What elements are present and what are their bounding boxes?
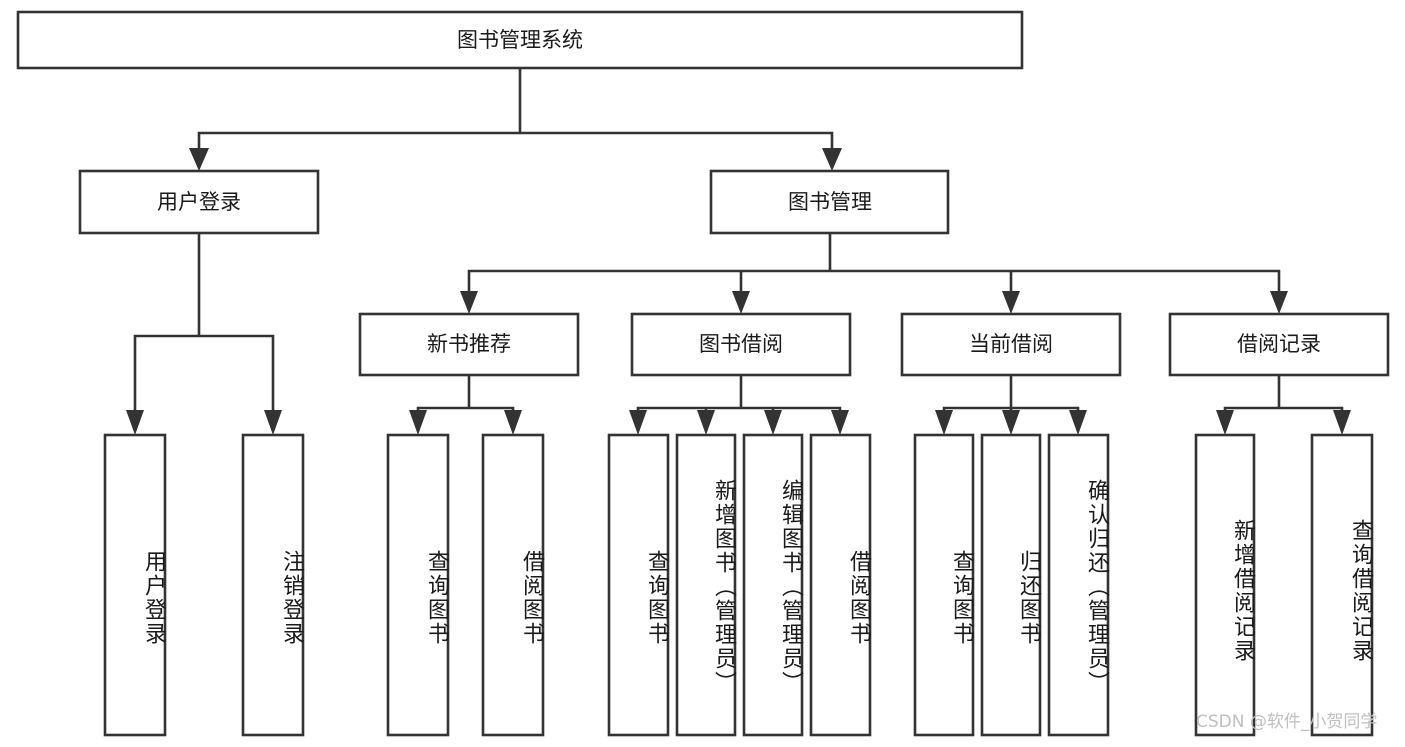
connector-book-mgmt-branch	[467, 231, 1281, 297]
node-new-book-recommend-label: 新书推荐	[427, 332, 511, 356]
node-root-box[interactable]	[16, 10, 1024, 70]
arrow-to-leaf-borrow-2	[697, 410, 715, 435]
arrow-to-currentborrow	[1002, 291, 1020, 314]
arrow-to-leaf-current-1	[935, 410, 953, 435]
node-book-management[interactable]: 图书管理	[709, 169, 950, 235]
leaf-box-confirm-return[interactable]	[1047, 433, 1110, 737]
leaf-box-query-book-2[interactable]	[607, 433, 670, 737]
node-user-login-label: 用户登录	[157, 190, 241, 214]
leaf-box-query-book-1[interactable]	[386, 433, 450, 737]
arrow-to-leaf-user-login	[126, 410, 144, 435]
arrow-to-book-mgmt	[822, 148, 842, 171]
node-new-book-recommend-box[interactable]	[358, 312, 580, 377]
arrow-to-leaf-current-2	[1002, 410, 1020, 435]
node-book-borrow[interactable]: 图书借阅	[630, 312, 852, 377]
node-current-borrow[interactable]: 当前借阅	[900, 312, 1122, 377]
arrow-to-leaf-borrow-3	[764, 410, 782, 435]
leaf-box-query-book-3[interactable]	[913, 433, 975, 737]
arrow-to-leaf-borrow-1	[629, 410, 647, 435]
arrow-to-bookborrow	[732, 291, 750, 314]
node-new-book-recommend[interactable]: 新书推荐	[358, 312, 580, 377]
arrow-to-borrowrecord	[1270, 291, 1288, 314]
arrow-to-leaf-record-2	[1333, 410, 1351, 435]
node-borrow-record-box[interactable]	[1168, 312, 1390, 377]
arrow-to-leaf-current-3	[1069, 410, 1087, 435]
leaf-box-add-book-admin[interactable]	[675, 433, 737, 737]
leaf-box-query-record[interactable]	[1310, 433, 1374, 737]
connector-root-trunk	[197, 66, 834, 154]
connector-record-branch	[1223, 373, 1344, 418]
arrow-to-leaf-borrow-4	[831, 410, 849, 435]
connector-layer	[133, 66, 1344, 418]
connector-borrow-branch	[636, 373, 842, 418]
node-user-login-box[interactable]	[78, 169, 320, 235]
connector-user-login-branch	[133, 231, 275, 418]
arrow-to-leaf-newbook-1	[409, 410, 427, 435]
leaf-box-return-book[interactable]	[980, 433, 1042, 737]
leaf-box-layer[interactable]	[103, 433, 1374, 737]
node-book-management-box[interactable]	[709, 169, 950, 235]
arrow-to-leaf-logout	[264, 410, 282, 435]
node-borrow-record-label: 借阅记录	[1237, 332, 1321, 356]
leaf-box-borrow-book-1[interactable]	[481, 433, 545, 737]
arrow-to-user-login	[189, 148, 209, 171]
csdn-watermark: CSDN @软件_小贺同学	[1196, 712, 1378, 732]
leaf-box-user-login[interactable]	[103, 433, 167, 737]
node-book-borrow-box[interactable]	[630, 312, 852, 377]
node-current-borrow-box[interactable]	[900, 312, 1122, 377]
connector-newbook-branch	[416, 373, 515, 418]
node-root[interactable]: 图书管理系统	[16, 10, 1024, 70]
node-book-management-label: 图书管理	[788, 190, 872, 214]
leaf-box-add-record[interactable]	[1194, 433, 1256, 737]
leaf-box-edit-book-admin[interactable]	[742, 433, 804, 737]
arrow-to-leaf-newbook-2	[504, 410, 522, 435]
node-user-login[interactable]: 用户登录	[78, 169, 320, 235]
leaf-box-borrow-book-2[interactable]	[809, 433, 872, 737]
arrowhead-layer	[126, 148, 1351, 435]
node-current-borrow-label: 当前借阅	[969, 332, 1053, 356]
arrow-to-newbook	[460, 291, 478, 314]
node-root-label: 图书管理系统	[457, 28, 583, 52]
arrow-to-leaf-record-1	[1216, 410, 1234, 435]
leaf-box-logout[interactable]	[241, 433, 305, 737]
node-borrow-record[interactable]: 借阅记录	[1168, 312, 1390, 377]
connector-current-branch	[942, 373, 1080, 418]
node-book-borrow-label: 图书借阅	[699, 332, 783, 356]
